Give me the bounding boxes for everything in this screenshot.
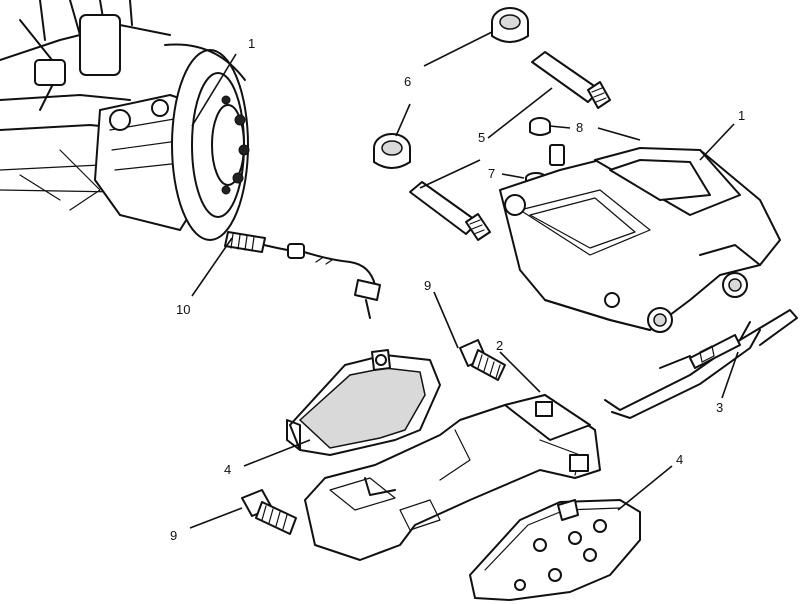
callout-4-pad-inner: 4 <box>224 462 231 477</box>
callout-8-bleeder-cap: 8 <box>576 120 583 135</box>
callout-1-caliper: 1 <box>738 108 745 123</box>
guide-pin-bottom <box>409 181 491 241</box>
callout-2-carrier: 2 <box>496 338 503 353</box>
leader-lines <box>189 31 739 529</box>
callout-10-wear-sensor: 10 <box>176 302 190 317</box>
callout-labels: 1 1 2 3 4 4 5 6 7 8 9 9 10 <box>170 36 745 543</box>
mounting-bolt-bottom <box>241 489 297 535</box>
callout-3-spring: 3 <box>716 400 723 415</box>
wheel-hub-assembly <box>0 0 250 241</box>
brake-pad-outer <box>469 499 641 601</box>
brake-pad-inner <box>286 349 441 456</box>
guide-bushing-top <box>491 7 529 43</box>
callout-7-bleeder-screw: 7 <box>488 166 495 181</box>
callout-9-bolt-bottom: 9 <box>170 528 177 543</box>
guide-pin-top <box>531 51 611 109</box>
brake-caliper <box>499 147 781 333</box>
wear-sensor-cable <box>224 231 381 319</box>
callout-6-bushing: 6 <box>404 74 411 89</box>
bleeder-cap <box>529 117 551 136</box>
callout-9-bolt-top: 9 <box>424 278 431 293</box>
callout-1-caliper-on-hub: 1 <box>248 36 255 51</box>
guide-bushing-bottom <box>373 133 411 169</box>
caliper-carrier-bracket <box>304 394 601 561</box>
callout-4-pad-outer: 4 <box>676 452 683 467</box>
mounting-bolt-top <box>459 339 506 381</box>
callout-5-guide-pin: 5 <box>478 130 485 145</box>
anti-rattle-spring <box>604 309 798 419</box>
